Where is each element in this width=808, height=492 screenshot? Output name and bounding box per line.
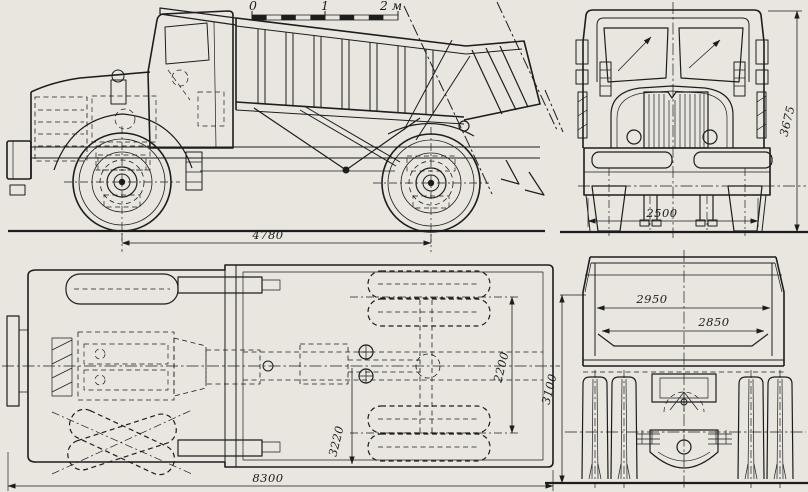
dimension-label-3675: 3675	[777, 104, 798, 138]
scale-label-2m: 2 м	[379, 0, 402, 13]
dimension-label-2500: 2500	[645, 206, 677, 220]
dimension-overall-height: 3675	[768, 10, 802, 233]
plan-view: 2200 3220 8300	[2, 264, 560, 491]
dimension-body-height: 3100	[539, 294, 586, 484]
dimension-body-inner-width: 2850	[601, 315, 765, 334]
front-view: 2500 3675	[560, 2, 808, 238]
dimension-body-outer-width: 2950	[596, 292, 771, 311]
dimension-label-2850: 2850	[697, 315, 729, 329]
rear-view: 2950 2850 3100	[539, 250, 808, 490]
dimension-rear-track: 2200	[490, 296, 515, 434]
dimension-label-8300: 8300	[252, 471, 283, 485]
dimension-label-2950: 2950	[635, 292, 667, 306]
scale-label-1: 1	[321, 0, 329, 13]
dimension-label-4780: 4780	[251, 228, 283, 242]
scale-label-0: 0	[249, 0, 257, 13]
scale-bar: 0 1 2 м	[249, 0, 402, 21]
dimension-overall-length: 8300	[7, 452, 554, 491]
dimension-front-track: 2500	[587, 198, 759, 227]
dimension-label-3220: 3220	[326, 424, 347, 458]
dimension-label-3100: 3100	[539, 372, 560, 406]
side-view: 4780	[6, 1, 564, 252]
dimension-wheelbase: 4780	[121, 228, 432, 252]
